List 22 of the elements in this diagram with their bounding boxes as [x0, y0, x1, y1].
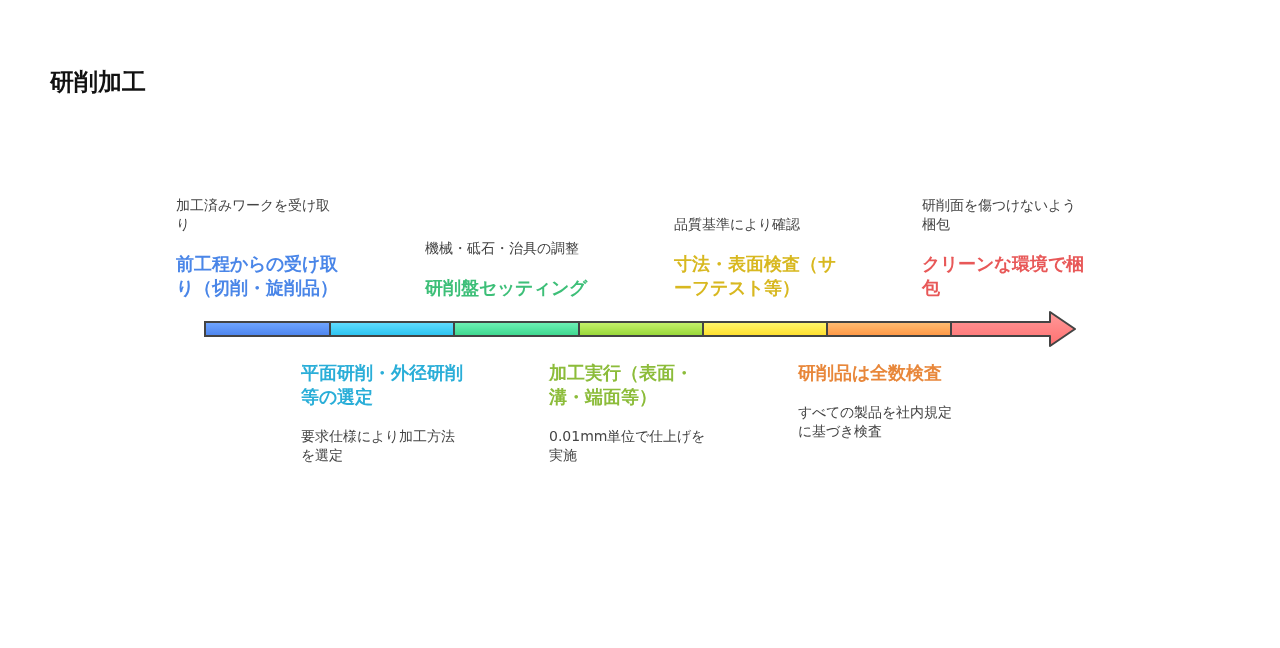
step-heading: 前工程からの受け取り（切削・旋削品） [176, 252, 339, 300]
step-description: すべての製品を社内規定に基づき検査 [798, 403, 953, 441]
timeline-segment [578, 321, 704, 337]
step-heading: 平面研削・外径研削等の選定 [301, 361, 464, 409]
step-heading: 寸法・表面検査（サーフテスト等） [674, 252, 837, 300]
step-heading: クリーンな環境で梱包 [922, 252, 1085, 300]
step-description: 加工済みワークを受け取り [176, 196, 331, 234]
timeline-segment [453, 321, 580, 337]
timeline-segment [826, 321, 952, 337]
timeline-segment [702, 321, 828, 337]
step-heading: 加工実行（表面・溝・端面等） [549, 361, 694, 409]
step-description: 機械・砥石・治具の調整 [425, 239, 580, 258]
step-description: 0.01mm単位で仕上げを実施 [549, 427, 707, 465]
step-description: 要求仕様により加工方法を選定 [301, 427, 456, 465]
diagram-title: 研削加工 [50, 67, 146, 98]
timeline-arrow-head-segment [950, 311, 1076, 347]
step-heading: 研削盤セッティング [425, 276, 589, 300]
timeline-segment [329, 321, 455, 337]
step-description: 研削面を傷つけないよう梱包 [922, 196, 1077, 234]
step-heading: 研削品は全数検査 [798, 361, 943, 385]
step-description: 品質基準により確認 [674, 215, 801, 234]
timeline-segment [204, 321, 331, 337]
